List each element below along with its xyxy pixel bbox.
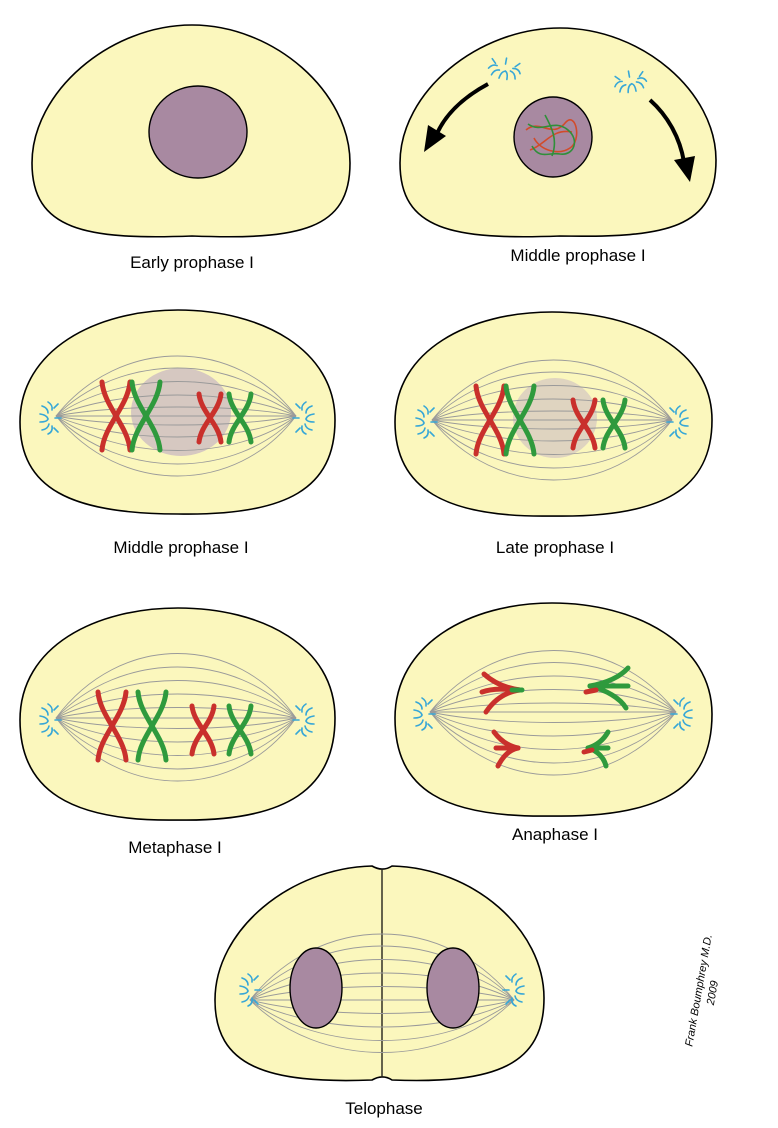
cell-middle-prophase-1a xyxy=(399,27,717,238)
cell-anaphase-1 xyxy=(394,602,713,817)
credit-year: 2009 xyxy=(705,980,721,1007)
stage-label-metaphase-1: Metaphase I xyxy=(128,838,222,857)
spindle-fibers xyxy=(431,359,673,481)
stage-label-late-prophase-1: Late prophase I xyxy=(496,538,614,557)
stage-label-telophase: Telophase xyxy=(345,1099,423,1118)
migration-arrow-left-icon xyxy=(424,82,489,152)
author-credit: Frank Boumphrey M.D. 2009 xyxy=(683,933,721,1047)
stage-label-middle-prophase-1a: Middle prophase I xyxy=(510,246,645,265)
stage-label-anaphase-1: Anaphase I xyxy=(512,825,598,844)
tangled-chromatin xyxy=(525,114,578,157)
nucleus xyxy=(513,96,593,178)
chromosome-moving-left xyxy=(491,729,521,769)
cell-late-prophase-1 xyxy=(394,311,713,517)
cell-telophase xyxy=(214,865,545,1082)
nucleus-fading xyxy=(513,378,597,458)
chromosome-moving-right xyxy=(583,665,631,711)
spindle-fibers xyxy=(55,355,297,477)
spindle-fibers xyxy=(429,650,677,776)
stage-label-middle-prophase-1b: Middle prophase I xyxy=(113,538,248,557)
daughter-nucleus xyxy=(426,947,480,1029)
migration-arrow-right-icon xyxy=(648,98,695,182)
daughter-nucleus xyxy=(289,947,343,1029)
stage-label-early-prophase-1: Early prophase I xyxy=(130,253,254,272)
nucleus xyxy=(148,85,248,179)
cell-early-prophase-1 xyxy=(31,24,351,238)
cell-middle-prophase-1b xyxy=(19,309,336,515)
chromosome-moving-right xyxy=(581,729,611,769)
spindle-fibers xyxy=(55,653,297,782)
spindle-fibers xyxy=(249,933,515,1053)
cell-metaphase-1 xyxy=(19,607,336,821)
chromosome-moving-left xyxy=(479,671,525,715)
